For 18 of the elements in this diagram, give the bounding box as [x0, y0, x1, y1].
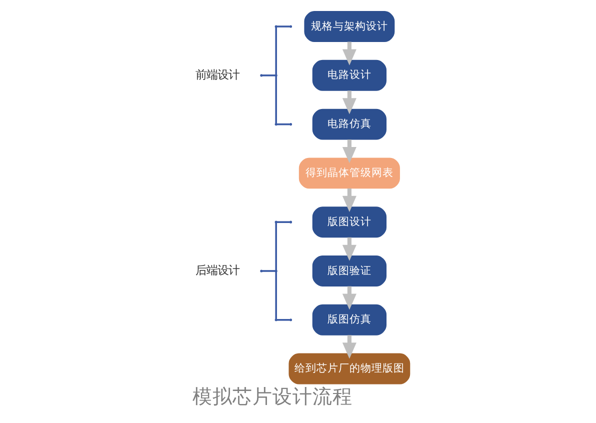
label: 后端设计 — [194, 265, 239, 278]
node-box: 版图仿真 — [312, 304, 386, 336]
arrow — [342, 237, 356, 261]
node-box: 电路设计 — [312, 60, 386, 91]
node-box: 规格与架构设计 — [304, 11, 394, 42]
node-box: 版图验证 — [312, 256, 386, 286]
arrow — [342, 42, 356, 66]
arrow — [342, 188, 356, 212]
label: 前端设计 — [194, 69, 239, 82]
arrow — [342, 335, 356, 359]
arrow — [342, 90, 356, 114]
node-box: 版图设计 — [312, 206, 386, 238]
arrow — [342, 140, 356, 164]
node-box: 给到芯片厂的物理版图 — [288, 353, 410, 384]
node-box: 电路仿真 — [312, 108, 386, 140]
caption: 模拟芯片设计流程 — [192, 386, 352, 408]
arrow — [342, 286, 356, 310]
node-box: 得到晶体管级网表 — [298, 158, 400, 189]
